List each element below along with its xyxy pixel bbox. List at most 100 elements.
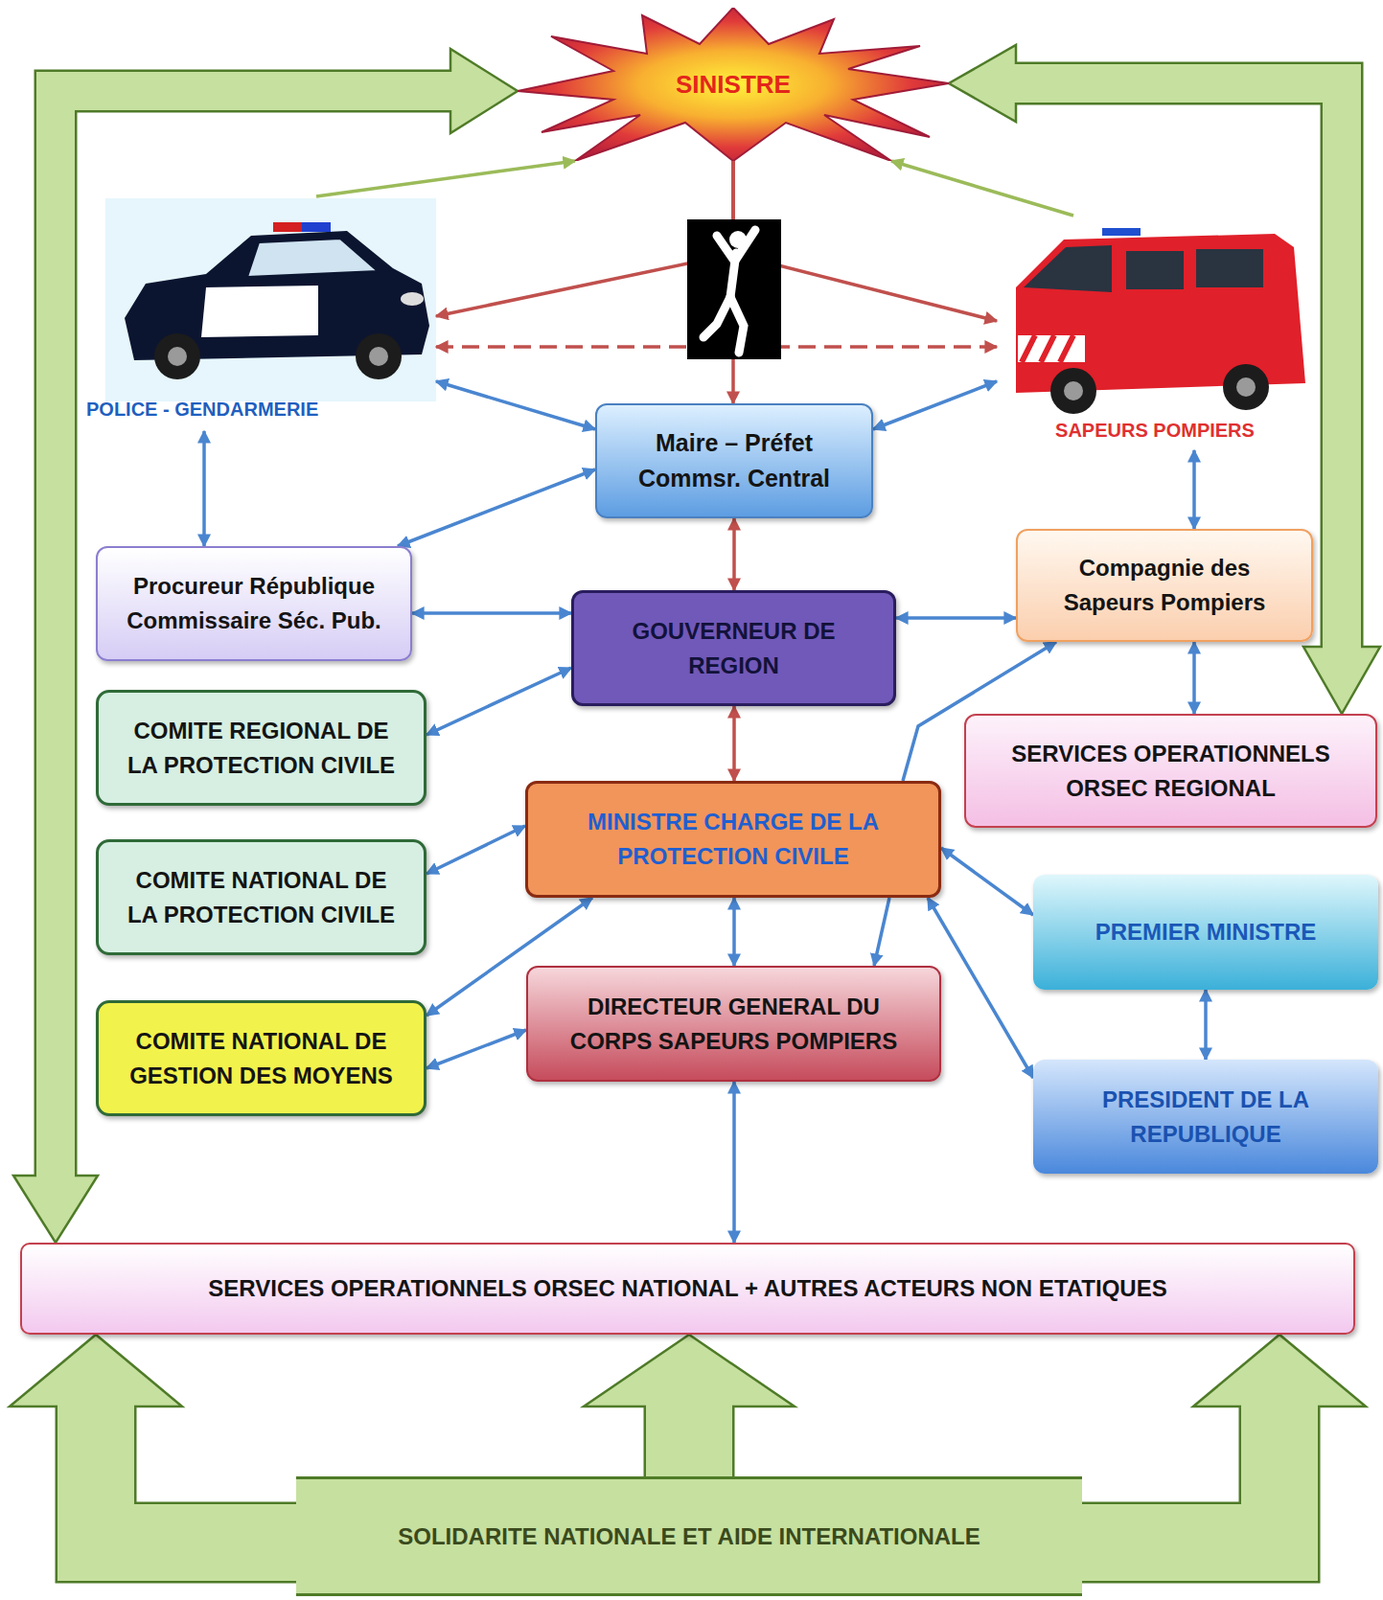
- unit-label: POLICE - GENDARMERIE: [86, 394, 319, 424]
- authority-box: GOUVERNEUR DE REGION: [571, 590, 897, 707]
- connector-arrow: [734, 898, 736, 967]
- car-light-red: [273, 222, 302, 232]
- box-text: Maire – Préfet Commsr. Central: [619, 425, 850, 498]
- connector-line: [874, 898, 890, 967]
- block-arrow-head: [13, 1175, 98, 1244]
- block-arrow-shaft: [95, 1406, 297, 1544]
- photo-background: [105, 198, 437, 402]
- connector-arrow: [734, 1082, 736, 1244]
- connector-arrow: [426, 826, 526, 875]
- box-text: Compagnie des Sapeurs Pompiers: [1044, 551, 1285, 621]
- box-text: SERVICES OPERATIONNELS ORSEC REGIONAL: [979, 737, 1363, 807]
- van-window: [1196, 249, 1264, 288]
- runner-leg: [730, 297, 744, 353]
- committee-box: COMITE NATIONAL DE LA PROTECTION CIVILE: [95, 839, 427, 956]
- connector-arrow: [316, 161, 576, 197]
- box-text: COMITE NATIONAL DE GESTION DES MOYENS: [119, 1024, 403, 1094]
- car-hub: [167, 346, 187, 367]
- box-text: GOUVERNEUR DE REGION: [590, 614, 878, 684]
- connector-arrow: [204, 431, 206, 547]
- box-text: DIRECTEUR GENERAL DU CORPS SAPEURS POMPI…: [552, 990, 917, 1060]
- authority-box: DIRECTEUR GENERAL DU CORPS SAPEURS POMPI…: [526, 966, 942, 1083]
- block-arrow: [1082, 1335, 1366, 1544]
- connector-line: [202, 431, 207, 547]
- connector-line: [732, 898, 737, 967]
- solidarity-band: SOLIDARITE NATIONALE ET AIDE INTERNATION…: [296, 1476, 1083, 1597]
- block-arrow-head: [450, 48, 518, 134]
- fire-van: [1015, 228, 1306, 415]
- van-stripes: [1021, 335, 1074, 363]
- block-arrow: [9, 1335, 297, 1544]
- connector-line: [397, 469, 596, 547]
- runner-figure: [703, 230, 756, 353]
- connector-arrow: [1205, 990, 1207, 1061]
- connector-line: [941, 848, 1034, 916]
- box-text: Procureur République Commissaire Séc. Pu…: [109, 569, 399, 639]
- van-wheel: [1222, 364, 1269, 411]
- connector-line: [732, 706, 737, 782]
- connector-line: [873, 381, 997, 430]
- van-hub: [1063, 381, 1084, 401]
- box-text: COMITE NATIONAL DE LA PROTECTION CIVILE: [119, 863, 403, 933]
- service-box: SERVICES OPERATIONNELS ORSEC REGIONAL: [964, 714, 1378, 829]
- van-windshield: [1023, 245, 1112, 293]
- connector-arrow: [891, 161, 1074, 216]
- runner-arm: [735, 230, 756, 261]
- connector-arrow: [896, 618, 1016, 620]
- event-label: SINISTRE: [675, 66, 791, 104]
- connector-arrow: [734, 706, 736, 782]
- runner-leg: [703, 297, 731, 338]
- connector-arrow: [1194, 450, 1196, 530]
- starburst-outline: [517, 7, 949, 162]
- connector-arrow: [874, 898, 890, 967]
- block-arrow-head: [1303, 646, 1381, 715]
- connector-line: [732, 1082, 737, 1244]
- police-car: [124, 222, 430, 380]
- connector-arrow: [436, 381, 596, 430]
- box-text: PREMIER MINISTRE: [1095, 915, 1317, 950]
- police-area: POLICE - GENDARMERIE: [86, 196, 437, 432]
- connector-arrow: [426, 668, 572, 736]
- runner-arm: [716, 235, 735, 261]
- box-text: SOLIDARITE NATIONALE ET AIDE INTERNATION…: [397, 1520, 981, 1555]
- connector-line: [1203, 990, 1208, 1061]
- car-headlight: [400, 292, 424, 306]
- runner-icon: [687, 219, 782, 360]
- car-light-blue: [301, 222, 331, 232]
- van-light: [1102, 228, 1141, 236]
- authority-box: Maire – Préfet Commsr. Central: [595, 403, 874, 519]
- block-arrow-shaft: [1015, 83, 1342, 647]
- connector-line: [426, 826, 526, 875]
- car-wheel: [355, 333, 402, 380]
- van-window: [1126, 251, 1184, 290]
- block-arrow-outline: [644, 1406, 736, 1477]
- block-arrow-head: [948, 45, 1016, 122]
- event-starburst: SINISTRE: [517, 7, 949, 162]
- connector-arrow: [941, 848, 1034, 916]
- connector-arrow: [734, 518, 736, 591]
- box-text: PRESIDENT DE LA REPUBLIQUE: [1061, 1083, 1350, 1153]
- connector-line: [896, 616, 1016, 621]
- authority-box: PRESIDENT DE LA REPUBLIQUE: [1033, 1060, 1379, 1175]
- authority-box: MINISTRE CHARGE DE LA PROTECTION CIVILE: [525, 781, 942, 899]
- box-text: SERVICES OPERATIONNELS ORSEC NATIONAL + …: [207, 1271, 1167, 1307]
- block-arrow-head: [9, 1335, 183, 1407]
- committee-box: COMITE REGIONAL DE LA PROTECTION CIVILE: [95, 690, 427, 807]
- connector-arrow: [397, 469, 596, 547]
- car-door: [201, 285, 319, 338]
- box-text: COMITE REGIONAL DE LA PROTECTION CIVILE: [119, 714, 403, 784]
- car-wheel: [154, 333, 201, 380]
- connector-line: [436, 381, 596, 430]
- box-text: MINISTRE CHARGE DE LA PROTECTION CIVILE: [551, 805, 916, 875]
- block-arrow-outline: [55, 91, 451, 1176]
- connector-arrow: [412, 613, 572, 615]
- car-hub: [368, 346, 389, 367]
- block-arrow-head: [583, 1335, 795, 1407]
- block-arrow-head: [1193, 1335, 1366, 1407]
- connector-line: [732, 518, 737, 591]
- connector-arrow: [873, 381, 997, 430]
- connector-line: [412, 611, 572, 616]
- van-hub: [1236, 377, 1256, 397]
- car-window: [247, 238, 378, 277]
- connector-line: [426, 668, 572, 736]
